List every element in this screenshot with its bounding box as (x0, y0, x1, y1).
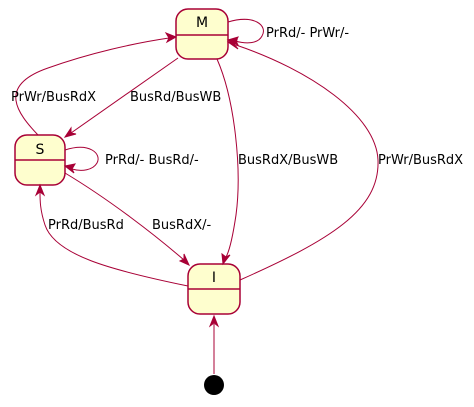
state-s: S (14, 134, 66, 186)
edge-m-to-s (63, 57, 179, 138)
edge-s-to-m (15, 31, 178, 136)
state-m-box (175, 8, 229, 60)
state-m-name: M (196, 15, 208, 31)
label-m-to-s: BusRd/BusWB (130, 90, 221, 105)
state-m: M (175, 8, 229, 60)
state-i-name: I (212, 270, 216, 286)
label-i-to-m: PrWr/BusRdX (378, 153, 463, 168)
state-s-name: S (36, 142, 45, 158)
label-m-self: PrRd/- PrWr/- (266, 26, 349, 41)
label-i-to-s: PrRd/BusRd (48, 218, 124, 233)
edge-i-to-m (226, 39, 379, 281)
edge-m-to-i (216, 58, 239, 266)
state-i: I (187, 263, 241, 315)
edge-s-to-i (64, 172, 190, 266)
edge-s-self (63, 146, 99, 174)
label-s-to-m: PrWr/BusRdX (11, 90, 96, 105)
label-s-self: PrRd/- BusRd/- (105, 153, 199, 168)
initial-state-dot (204, 375, 224, 395)
label-s-to-i: BusRdX/- (152, 218, 212, 233)
label-m-to-i: BusRdX/BusWB (238, 153, 338, 168)
edge-i-to-s (34, 183, 189, 287)
edge-start-to-i (208, 314, 220, 374)
